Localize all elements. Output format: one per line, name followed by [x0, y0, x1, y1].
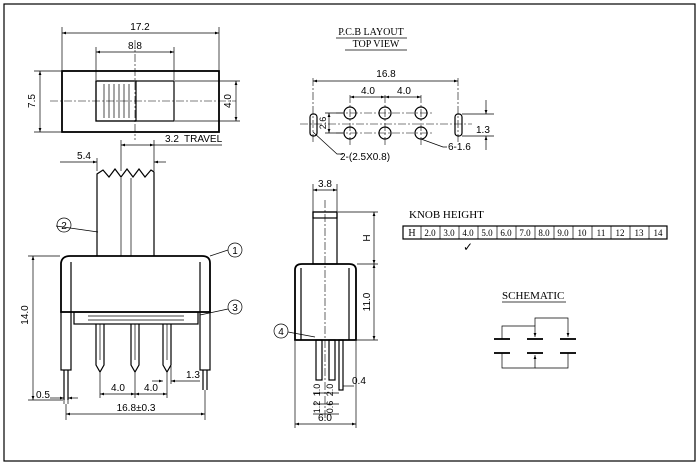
knob-table-cell: 5.0 — [481, 228, 493, 238]
top-view-height-dim: 7.5 — [27, 94, 38, 108]
pin-span-dim: 16.8±0.3 — [117, 403, 156, 414]
knob-table-header: H — [408, 228, 415, 239]
knob-table-cell: 8.0 — [538, 228, 550, 238]
pcb-slot-label: 2-(2.5X0.8) — [340, 152, 390, 163]
schematic: SCHEMATIC — [494, 290, 576, 369]
side-dim-a: 1.0 — [312, 384, 322, 397]
pcb-row-gap-dim: 2.6 — [318, 117, 328, 130]
side-dim-d: 0.6 — [325, 401, 335, 414]
callout-1-circle — [227, 242, 243, 258]
knob-table-check-mark: ✓ — [463, 240, 473, 254]
callout-3-circle — [227, 299, 243, 315]
side-width-dim: 6.0 — [318, 413, 332, 424]
knob-table-cell: 2.0 — [424, 228, 436, 238]
knob-table-cell: 7.0 — [519, 228, 531, 238]
knob-table-cell: 9.0 — [557, 228, 569, 238]
callout-4: 4 — [278, 327, 284, 338]
front-view: 3.2 TRAVEL 5.4 14. — [20, 134, 243, 420]
pcb-slot-left — [309, 113, 318, 137]
pcb-layout-subtitle: TOP VIEW — [353, 39, 400, 50]
side-body — [294, 263, 357, 341]
front-pin-middle — [130, 324, 140, 374]
side-dim-c: 1.2 — [312, 401, 322, 414]
callout-4-circle — [273, 323, 289, 339]
knob-table-cell: 11 — [597, 228, 606, 238]
front-height-dim: 14.0 — [20, 305, 31, 325]
front-knob — [96, 168, 155, 256]
top-view-width-dim: 17.2 — [130, 22, 150, 33]
pcb-span-dim: 16.8 — [376, 69, 396, 80]
knob-width-dim: 5.4 — [77, 151, 91, 162]
pin-offset-dim: 0.5 — [36, 390, 50, 401]
knob-window-dim: 8.8 — [128, 41, 142, 52]
travel-dim: 3.2 — [165, 134, 179, 145]
front-base-plate — [73, 311, 199, 325]
knob-table-cell-selected: 4.0 — [462, 228, 474, 238]
schematic-title: SCHEMATIC — [502, 290, 564, 302]
pcb-hole-label: 6-1.6 — [448, 142, 471, 153]
side-pin-thickness-dim: 0.4 — [352, 376, 366, 387]
knob-height-dim: 4.0 — [223, 94, 234, 108]
front-pin-left — [95, 324, 105, 374]
pcb-layout: P.C.B LAYOUT TOP VIEW 16.8 4.0 4.0 — [300, 27, 494, 163]
front-body — [60, 255, 211, 313]
knob-table-cell: 10 — [578, 228, 588, 238]
side-dim-b: 2.0 — [325, 384, 335, 397]
side-knob-height-dim: H — [362, 234, 373, 241]
knob-table-cell: 6.0 — [500, 228, 512, 238]
callout-1: 1 — [232, 246, 238, 257]
knob-table-cell: 12 — [616, 228, 625, 238]
pcb-pitch-1-dim: 4.0 — [361, 86, 375, 97]
side-view: 3.8 H 11.0 0.4 1.0 2.0 1.2 0.6 — [273, 179, 378, 428]
knob-table-cell: 3.0 — [443, 228, 455, 238]
front-pitch-1-dim: 4.0 — [111, 383, 125, 394]
front-pitch-2-dim: 4.0 — [144, 383, 158, 394]
knob-height-table: KNOB HEIGHT H 2.0 3.0 4.0 5.0 6.0 7.0 8.… — [402, 209, 668, 254]
drawing-frame — [3, 3, 696, 462]
knob-table-cell: 13 — [635, 228, 645, 238]
callout-2: 2 — [61, 221, 67, 232]
pcb-layout-title: P.C.B LAYOUT — [338, 27, 403, 38]
top-view: 17.2 8.8 7.5 4.0 — [27, 22, 240, 140]
knob-table-cell: 14 — [654, 228, 664, 238]
side-knob-width-dim: 3.8 — [318, 179, 332, 190]
travel-label: TRAVEL — [184, 134, 223, 145]
top-view-body — [61, 70, 220, 133]
front-pin-right — [162, 324, 172, 374]
pcb-pitch-2-dim: 4.0 — [397, 86, 411, 97]
pcb-slot-right — [454, 113, 463, 137]
callout-3: 3 — [232, 303, 238, 314]
callout-2-circle — [56, 217, 72, 233]
pin-width-dim: 1.3 — [186, 370, 200, 381]
pcb-edge-dim: 1.3 — [476, 125, 490, 136]
knob-height-title: KNOB HEIGHT — [409, 209, 484, 221]
side-body-height-dim: 11.0 — [362, 292, 373, 311]
